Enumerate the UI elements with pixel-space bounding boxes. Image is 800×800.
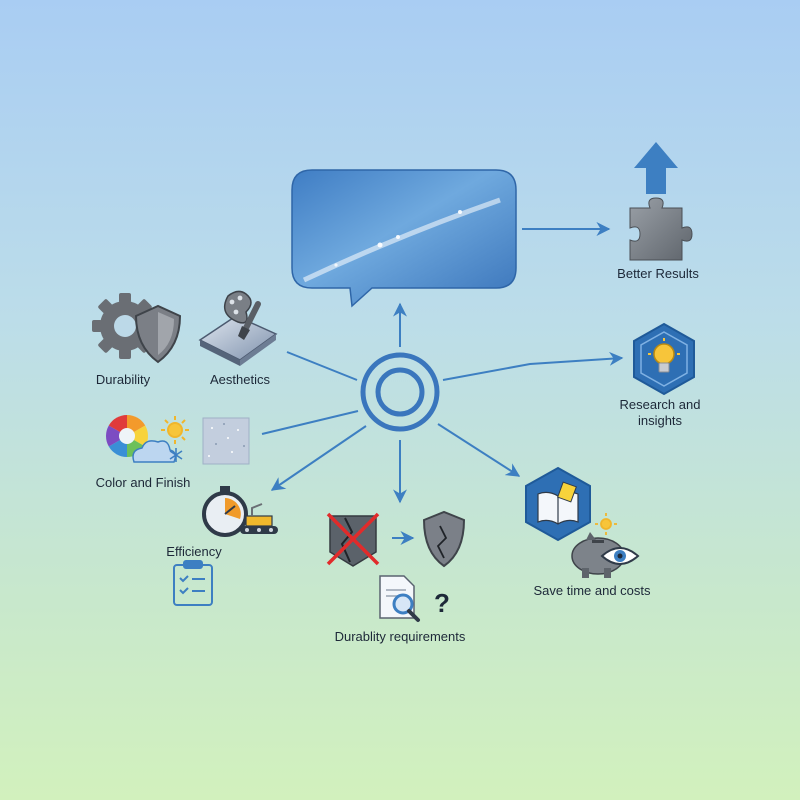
- speech-bubble: [291, 169, 517, 308]
- cracked-panel-icon: [326, 512, 380, 567]
- line-to-color-finish: [261, 410, 359, 435]
- durability-requirements-label: Durablity requirements: [334, 629, 466, 644]
- cracked-shield-icon: [422, 510, 466, 568]
- connector-arrows: [261, 222, 624, 545]
- sun-icon: [161, 416, 189, 444]
- book-hexagon-icon: [525, 466, 591, 542]
- durability-label: Durability: [95, 372, 151, 387]
- sun-small-icon: [595, 513, 617, 535]
- up-arrow-icon: [634, 142, 678, 194]
- line-to-durability-aesthetics: [286, 351, 358, 381]
- conveyor-icon: [240, 503, 278, 534]
- arrow-to-save-time: [437, 423, 521, 477]
- research-insights-label: Research and insights: [619, 397, 701, 428]
- cloud-icon: [132, 440, 177, 463]
- aesthetics-label: Aesthetics: [210, 372, 270, 387]
- arrow-to-research: [442, 351, 624, 381]
- eye-icon: [600, 547, 640, 565]
- arrow-to-efficiency: [270, 425, 367, 491]
- snowflake-icon: [169, 448, 183, 462]
- central-hub: [360, 352, 440, 432]
- color-wheel-icon: [105, 415, 149, 457]
- stopwatch-icon: [202, 486, 248, 537]
- efficiency-label: Efficiency: [166, 544, 222, 559]
- checklist-clipboard-icon: [173, 560, 213, 606]
- question-mark-glyph: ?: [434, 588, 450, 618]
- gear-shield-icon: [92, 293, 182, 364]
- palette-brush-icon: [198, 290, 278, 366]
- document-search-icon: [379, 575, 420, 622]
- finish-swatch-icon: [202, 417, 250, 465]
- color-finish-label: Color and Finish: [95, 475, 191, 490]
- puzzle-piece-icon: [629, 197, 693, 261]
- piggy-bank-icon: [571, 532, 625, 578]
- save-time-costs-label: Save time and costs: [533, 583, 651, 598]
- better-results-label: Better Results: [617, 266, 699, 281]
- lightbulb-hexagon-icon: [633, 322, 695, 396]
